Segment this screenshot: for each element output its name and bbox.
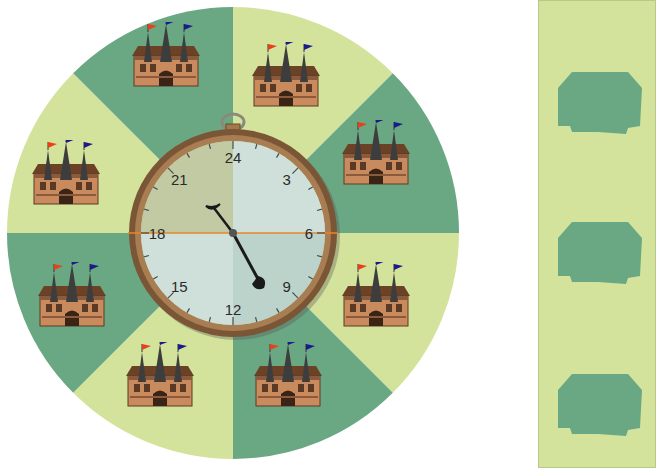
dial-tick <box>256 317 257 322</box>
dial-tick <box>317 232 325 233</box>
dial-tick <box>141 232 149 233</box>
dial-tick <box>292 292 298 298</box>
dial-tick <box>209 317 210 322</box>
dial-tick <box>317 256 322 257</box>
dial-tick <box>187 308 190 312</box>
dial-number: 6 <box>305 226 313 241</box>
dial-tick <box>308 187 312 190</box>
dial-tick <box>232 317 233 325</box>
dial-tick <box>153 187 157 190</box>
dial-tick <box>144 209 149 210</box>
dial-tick <box>153 277 157 280</box>
dial-tick <box>144 256 149 257</box>
dial-number: 24 <box>225 150 242 165</box>
dial-tick <box>187 153 190 157</box>
dial-number: 15 <box>171 279 188 294</box>
dial-number: 12 <box>225 302 242 317</box>
clock <box>128 114 340 340</box>
dial-tick <box>232 141 233 149</box>
dial-tick <box>277 308 280 312</box>
side-panel <box>539 1 656 468</box>
dial-tick <box>308 277 312 280</box>
dial-tick <box>256 144 257 149</box>
dial-tick <box>292 168 298 174</box>
dial-number: 9 <box>283 279 291 294</box>
dial-tick <box>277 153 280 157</box>
buildings <box>32 16 410 406</box>
dial-tick <box>209 144 210 149</box>
dial-number: 18 <box>149 226 166 241</box>
wheel <box>7 7 459 459</box>
dial-number: 21 <box>171 172 188 187</box>
dial-tick <box>317 209 322 210</box>
dial-number: 3 <box>283 172 291 187</box>
